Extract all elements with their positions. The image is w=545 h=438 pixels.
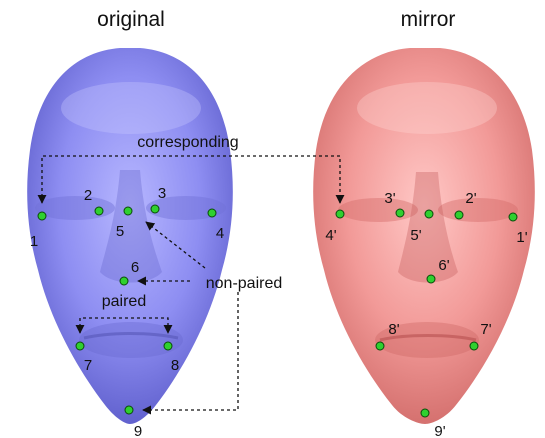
landmark-label: 3' xyxy=(384,190,395,207)
landmark-dot xyxy=(508,212,518,222)
landmark-dot xyxy=(207,208,217,218)
landmark-label: 9' xyxy=(434,423,445,438)
landmark-dot xyxy=(75,341,85,351)
landmark-dot xyxy=(119,276,129,286)
landmark-label: 4' xyxy=(325,227,336,244)
arrow-non-paired-9 xyxy=(142,292,239,415)
landmark-label: 7' xyxy=(480,321,491,338)
landmark-dot xyxy=(94,206,104,216)
landmark-label: 2' xyxy=(465,190,476,207)
landmark-dot xyxy=(37,211,47,221)
landmark-label: 1 xyxy=(30,233,38,250)
arrow-non-paired-5 xyxy=(145,221,206,269)
landmarks-original: 1 2 3 4 5 6 7 8 9 xyxy=(30,185,224,438)
title-mirror: mirror xyxy=(401,8,456,31)
landmark-dot xyxy=(395,208,405,218)
landmark-dot xyxy=(426,274,436,284)
landmark-label: 2 xyxy=(84,187,92,204)
landmark-dot xyxy=(123,206,133,216)
landmark-label: 5' xyxy=(410,227,421,244)
landmark-dot xyxy=(150,204,160,214)
landmark-dot xyxy=(454,210,464,220)
landmark-label: 8 xyxy=(171,357,179,374)
landmark-dot xyxy=(163,341,173,351)
landmark-dot xyxy=(124,405,134,415)
title-original: original xyxy=(97,8,165,31)
landmark-dot xyxy=(424,209,434,219)
landmark-dot xyxy=(420,408,430,418)
arrow-paired xyxy=(75,317,173,334)
face-original xyxy=(27,48,233,424)
label-non-paired: non-paired xyxy=(206,275,283,292)
landmark-label: 6' xyxy=(438,257,449,274)
landmark-label: 6 xyxy=(131,259,139,276)
landmark-label: 8' xyxy=(388,321,399,338)
landmark-label: 4 xyxy=(216,225,224,242)
landmark-dot xyxy=(469,341,479,351)
landmark-dot xyxy=(375,341,385,351)
landmarks-mirror: 4' 3' 2' 1' 5' 6' 8' 7' 9' xyxy=(325,190,527,438)
landmark-label: 9 xyxy=(134,423,142,438)
landmark-label: 5 xyxy=(116,223,124,240)
label-corresponding: corresponding xyxy=(137,134,238,151)
landmark-label: 7 xyxy=(84,357,92,374)
face-mirror xyxy=(313,48,535,424)
arrow-corresponding xyxy=(37,155,345,204)
landmark-label: 1' xyxy=(516,229,527,246)
landmark-dot xyxy=(335,209,345,219)
arrows xyxy=(37,155,345,415)
label-paired: paired xyxy=(102,293,146,310)
landmark-label: 3 xyxy=(158,185,166,202)
